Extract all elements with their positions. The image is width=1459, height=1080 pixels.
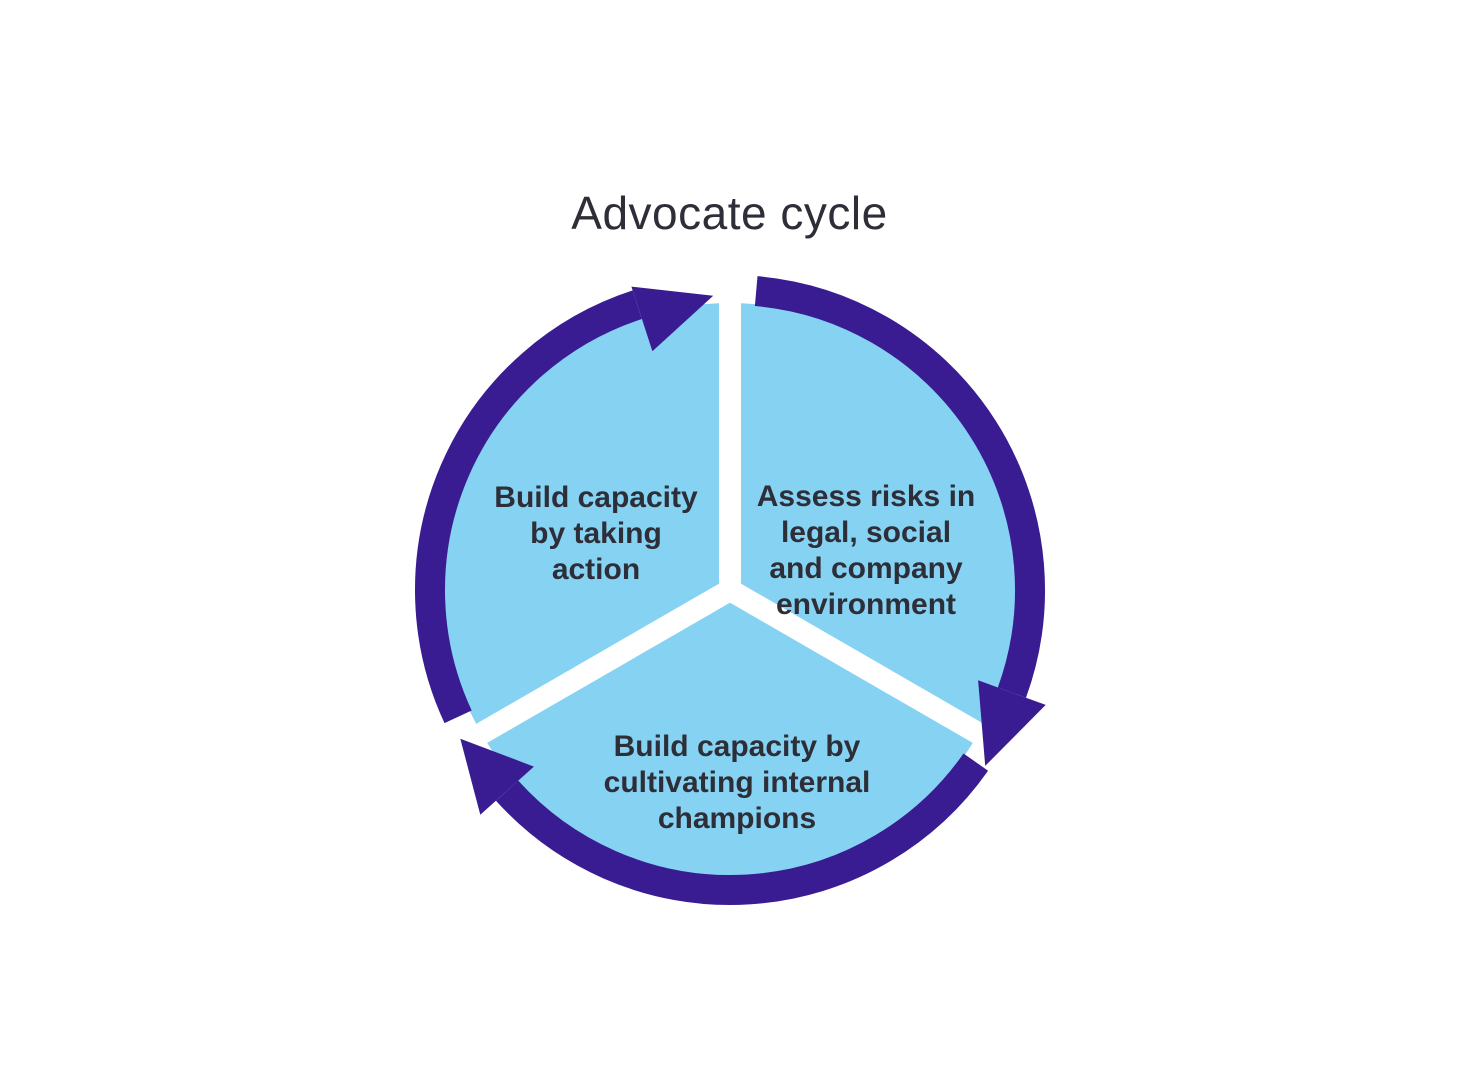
cycle-arc-left: [415, 290, 642, 724]
arrow-east-icon: [631, 286, 714, 352]
segment-label-build-action: Build capacity by taking action: [494, 481, 698, 586]
arrow-southwest-icon: [978, 680, 1046, 766]
diagram-title: Advocate cycle: [571, 187, 888, 239]
segment-label-cultivate-champions: Build capacity by cultivating internal c…: [603, 730, 871, 835]
arrow-northwest-icon: [460, 738, 534, 815]
cycle-arc-right: [754, 276, 1045, 698]
segment-divider-lower-left: [425, 580, 736, 773]
segment-divider-lower-right: [724, 580, 1035, 773]
segment-label-assess-risks: Assess risks in legal, social and compan…: [756, 480, 976, 621]
cycle-arc-bottom: [495, 753, 989, 905]
segment-divider-top: [719, 245, 741, 590]
